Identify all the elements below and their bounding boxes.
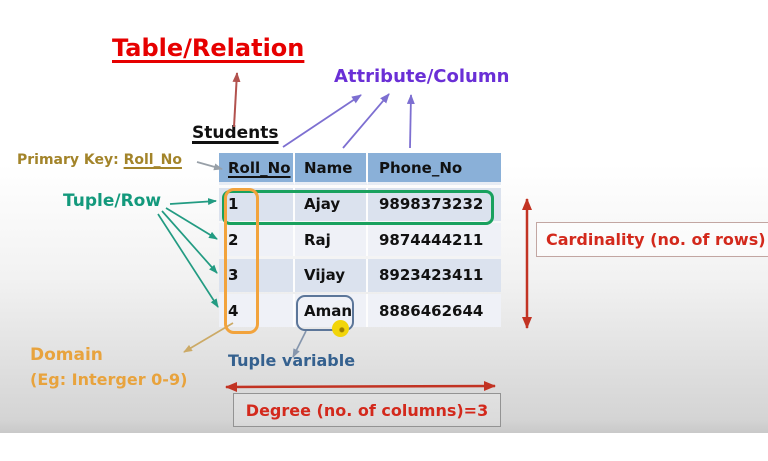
cell-phone-1: 9898373232 <box>368 187 501 221</box>
cell-phone-3: 8923423411 <box>368 258 501 292</box>
pointer-dot-icon <box>332 320 349 337</box>
header-cell-roll-no: Roll_No <box>219 153 295 185</box>
cell-name-3: Vijay <box>295 258 368 292</box>
tuple-highlight-box <box>222 190 494 225</box>
cardinality-box: Cardinality (no. of rows) <box>536 222 768 257</box>
table-name-label: Students <box>192 123 279 143</box>
students-table: Roll_No Name Phone_No 1 Ajay 9898373232 … <box>219 153 501 327</box>
primary-key-field: Roll_No <box>123 152 182 168</box>
cardinality-label: Cardinality (no. of rows) <box>546 230 766 249</box>
table-row-4: 4 Aman 8886462644 <box>219 294 501 327</box>
table-row-3: 3 Vijay 8923423411 <box>219 258 501 292</box>
degree-label: Degree (no. of columns)=3 <box>245 400 489 420</box>
tuple-variable-label: Tuple variable <box>228 351 356 370</box>
cell-phone-4: 8886462644 <box>368 294 501 327</box>
header-phone-no-text: Phone_No <box>379 158 463 177</box>
cell-name-2: Raj <box>295 223 368 256</box>
domain-example-label: (Eg: Interger 0-9) <box>30 370 188 389</box>
cell-name-1: Ajay <box>295 187 368 221</box>
degree-box: Degree (no. of columns)=3 <box>233 393 501 427</box>
primary-key-label: Primary Key: Roll_No <box>17 152 182 168</box>
domain-label: Domain <box>30 345 103 365</box>
page-title: Table/Relation <box>112 34 305 62</box>
header-cell-phone-no: Phone_No <box>368 153 501 185</box>
table-header-row: Roll_No Name Phone_No <box>219 153 501 185</box>
tuple-variable-highlight-box <box>296 295 354 331</box>
primary-key-prefix: Primary Key: <box>17 152 119 168</box>
header-name-text: Name <box>304 158 353 177</box>
table-row-2: 2 Raj 9874444211 <box>219 223 501 256</box>
header-roll-no-text: Roll_No <box>228 158 291 177</box>
cell-name-4: Aman <box>295 294 368 327</box>
header-cell-name: Name <box>295 153 368 185</box>
cell-phone-2: 9874444211 <box>368 223 501 256</box>
attribute-column-label: Attribute/Column <box>334 66 510 87</box>
tuple-row-label: Tuple/Row <box>63 191 162 211</box>
domain-highlight-box <box>224 188 259 334</box>
